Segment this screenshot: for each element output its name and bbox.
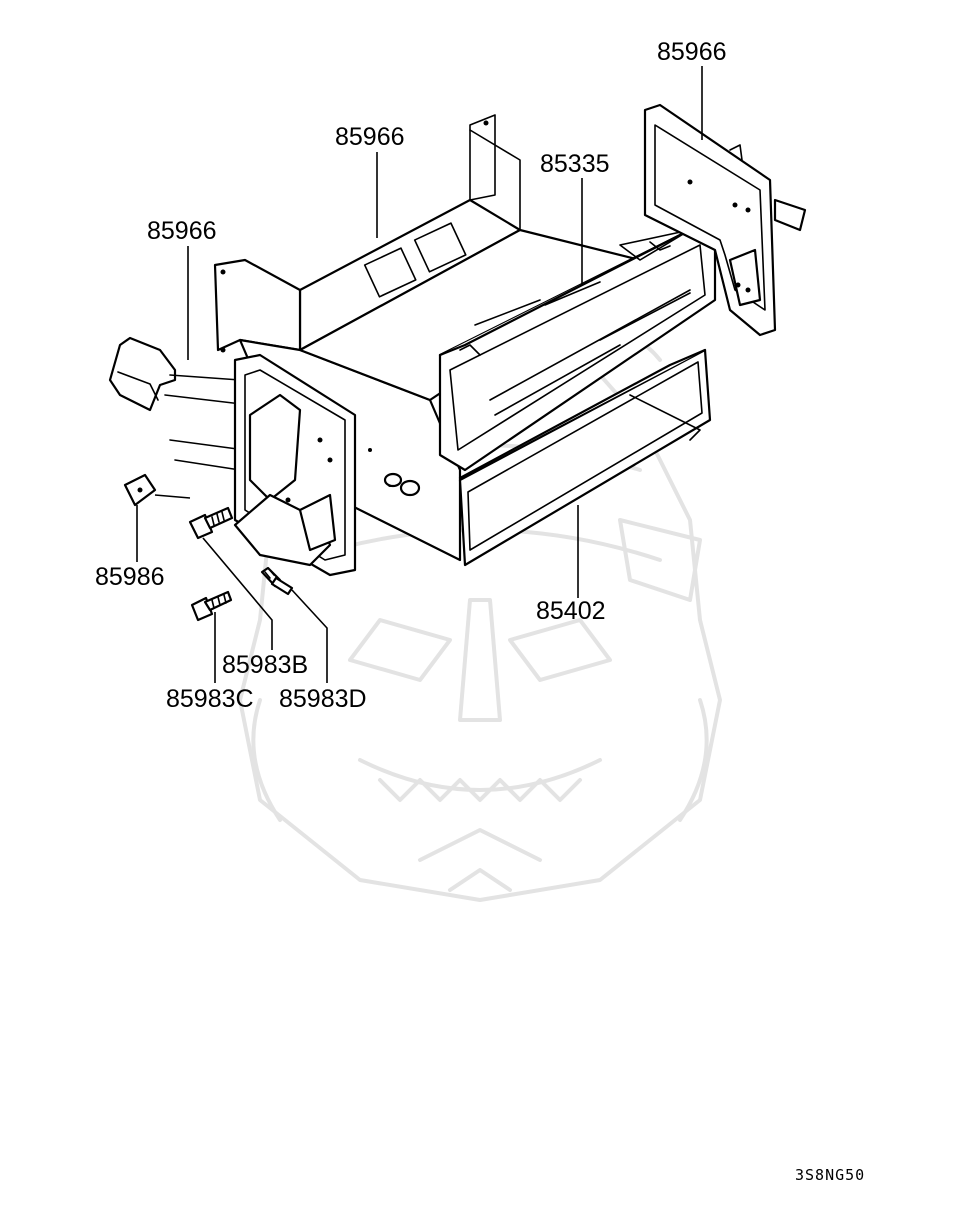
- callout-bracket-left: 85966: [147, 217, 217, 245]
- screw-c: [190, 590, 233, 622]
- clip-nut: [123, 473, 191, 507]
- upper-pocket: [438, 228, 717, 472]
- screw-d: [260, 566, 294, 596]
- callout-bracket-top-right: 85966: [657, 38, 727, 66]
- callout-pocket-lower: 85402: [536, 597, 606, 625]
- callout-screw-d: 85983D: [279, 685, 367, 713]
- callout-bracket-top-center: 85966: [335, 123, 405, 151]
- diagram-code: 3S8NG50: [795, 1166, 865, 1184]
- right-bracket: [643, 103, 807, 337]
- bolt: [188, 506, 234, 540]
- leader-lines: [136, 66, 703, 683]
- lower-pocket: [458, 348, 712, 567]
- callout-clip-nut: 85986: [95, 563, 165, 591]
- callout-pocket-upper: 85335: [540, 150, 610, 178]
- callout-bolt: 85983B: [222, 651, 308, 679]
- left-bracket: [108, 336, 421, 577]
- callout-screw-c: 85983C: [166, 685, 254, 713]
